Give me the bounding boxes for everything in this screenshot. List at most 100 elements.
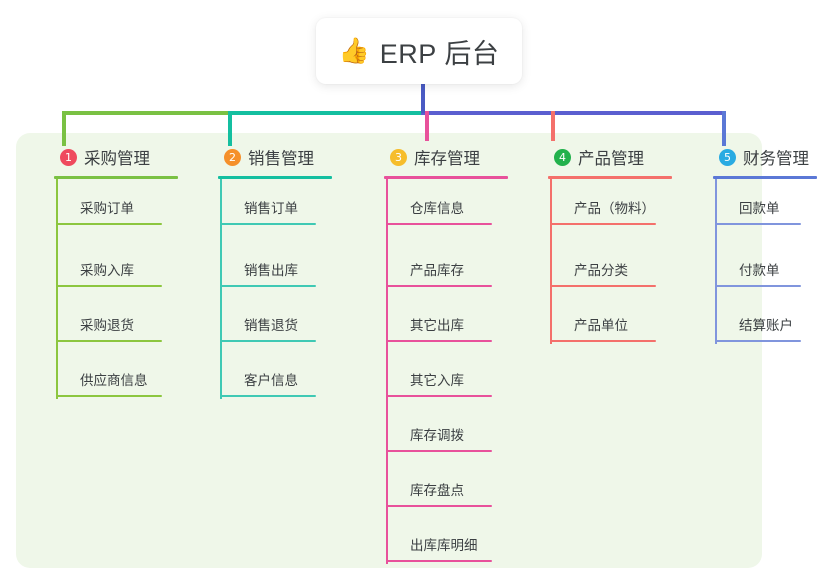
- connector-segment-blue: [421, 111, 726, 115]
- branch-item-underline: [220, 340, 316, 342]
- connector-segment-green: [62, 111, 232, 115]
- branch-underline: [713, 176, 817, 179]
- branch-item[interactable]: 仓库信息: [386, 179, 518, 234]
- branch-item[interactable]: 产品（物料）: [550, 179, 682, 234]
- branch-item-label: 采购退货: [80, 318, 134, 333]
- branch-item-underline: [386, 340, 492, 342]
- branch-item-underline: [550, 223, 656, 225]
- branch-items: 采购订单采购入库采购退货供应商信息: [56, 179, 188, 399]
- branch-item-label: 回款单: [739, 201, 780, 216]
- connector-stub-4: [551, 111, 555, 141]
- branch-item[interactable]: 回款单: [715, 179, 827, 234]
- branch-item-underline: [56, 223, 162, 225]
- branch-item-label: 采购订单: [80, 201, 134, 216]
- branch-item[interactable]: 结算账户: [715, 289, 827, 344]
- diagram-canvas: [16, 133, 762, 568]
- branch-item-label: 库存盘点: [410, 483, 464, 498]
- branch-item[interactable]: 库存盘点: [386, 454, 518, 509]
- connector-stub-2: [228, 111, 232, 146]
- branch-item-label: 采购入库: [80, 263, 134, 278]
- branch-underline: [384, 176, 508, 179]
- branch-item-label: 出库库明细: [410, 538, 478, 553]
- root-node[interactable]: 👍 ERP 后台: [316, 18, 522, 84]
- branch-item-underline: [550, 285, 656, 287]
- branch-item[interactable]: 产品库存: [386, 234, 518, 289]
- branch-item-label: 销售退货: [244, 318, 298, 333]
- branch-spine: [550, 179, 552, 344]
- branch-item[interactable]: 库存调拨: [386, 399, 518, 454]
- branch-item[interactable]: 客户信息: [220, 344, 342, 399]
- branch-item-label: 结算账户: [739, 318, 793, 333]
- branch-item-underline: [386, 285, 492, 287]
- branch-header-2[interactable]: 2 销售管理: [202, 146, 342, 168]
- branch-item-underline: [386, 223, 492, 225]
- branch-item-label: 销售出库: [244, 263, 298, 278]
- branch-item[interactable]: 供应商信息: [56, 344, 188, 399]
- branch-item-underline: [220, 285, 316, 287]
- branch-item[interactable]: 出库库明细: [386, 509, 518, 564]
- branch-item-underline: [715, 223, 801, 225]
- branch-item[interactable]: 采购入库: [56, 234, 188, 289]
- connector-stub-1: [62, 111, 66, 146]
- branch-items: 回款单付款单结算账户: [715, 179, 827, 344]
- branch-items: 销售订单销售出库销售退货客户信息: [220, 179, 342, 399]
- branch-item[interactable]: 产品单位: [550, 289, 682, 344]
- branch-item-underline: [56, 285, 162, 287]
- branch-item[interactable]: 其它出库: [386, 289, 518, 344]
- branch-underline: [548, 176, 672, 179]
- branch-item[interactable]: 销售退货: [220, 289, 342, 344]
- branch-item-label: 库存调拨: [410, 428, 464, 443]
- branch-column-2: 2 销售管理销售订单销售出库销售退货客户信息: [202, 146, 342, 399]
- branch-number-badge: 4: [554, 148, 571, 166]
- branch-item-underline: [386, 560, 492, 562]
- connector-stub-3: [425, 111, 429, 141]
- branch-item-label: 客户信息: [244, 373, 298, 388]
- branch-number-badge: 2: [224, 148, 241, 166]
- branch-title: 库存管理: [414, 150, 480, 168]
- root-connector-drop: [421, 84, 425, 113]
- branch-number-badge: 5: [719, 148, 736, 166]
- branch-item-label: 产品单位: [574, 318, 628, 333]
- branch-spine: [56, 179, 58, 399]
- thumbs-up-icon: 👍: [338, 36, 370, 65]
- branch-items: 产品（物料） 产品分类产品单位: [550, 179, 682, 344]
- branch-column-5: 5 财务管理回款单付款单结算账户: [697, 146, 827, 344]
- branch-item-label: 产品分类: [574, 263, 628, 278]
- branch-items: 仓库信息产品库存其它出库其它入库库存调拨库存盘点出库库明细: [386, 179, 518, 564]
- branch-item[interactable]: 采购订单: [56, 179, 188, 234]
- branch-title: 财务管理: [743, 150, 809, 168]
- branch-item-underline: [56, 340, 162, 342]
- branch-item[interactable]: 产品分类: [550, 234, 682, 289]
- connector-stub-5: [722, 111, 726, 146]
- branch-item[interactable]: 付款单: [715, 234, 827, 289]
- branch-item-underline: [715, 285, 801, 287]
- branch-underline: [218, 176, 332, 179]
- branch-item-underline: [386, 395, 492, 397]
- branch-spine: [715, 179, 717, 344]
- branch-item-underline: [550, 340, 656, 342]
- branch-item-underline: [715, 340, 801, 342]
- branch-item-label: 产品（物料）: [574, 201, 655, 216]
- branch-item-underline: [220, 395, 316, 397]
- branch-title: 销售管理: [248, 150, 314, 168]
- branch-item-label: 供应商信息: [80, 373, 148, 388]
- branch-item[interactable]: 销售出库: [220, 234, 342, 289]
- branch-title: 采购管理: [84, 150, 150, 168]
- branch-item-label: 销售订单: [244, 201, 298, 216]
- branch-item[interactable]: 销售订单: [220, 179, 342, 234]
- branch-item[interactable]: 采购退货: [56, 289, 188, 344]
- branch-item-label: 付款单: [739, 263, 780, 278]
- branch-spine: [386, 179, 388, 564]
- branch-header-5[interactable]: 5 财务管理: [697, 146, 827, 168]
- branch-item-underline: [386, 450, 492, 452]
- branch-item[interactable]: 其它入库: [386, 344, 518, 399]
- branch-underline: [54, 176, 178, 179]
- branch-spine: [220, 179, 222, 399]
- branch-item-underline: [56, 395, 162, 397]
